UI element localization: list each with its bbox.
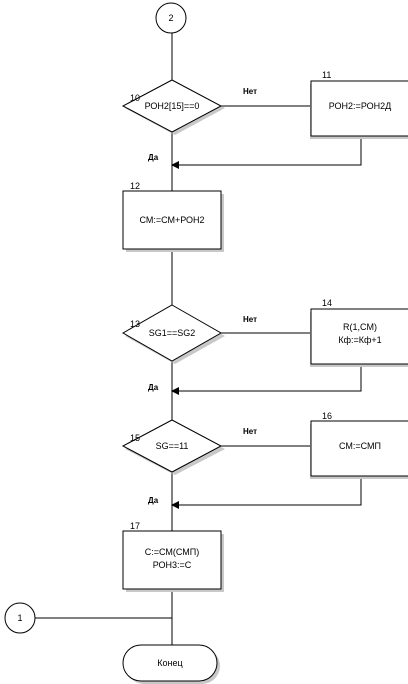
flow-line-return (171, 476, 362, 509)
process-17-number: 17 (130, 521, 140, 531)
decision-15-number: 15 (130, 433, 140, 443)
decision-13-condition: SG1==SG2 (149, 328, 196, 338)
process-16: 16 СМ:=СМП (310, 411, 408, 479)
process-12-number: 12 (130, 181, 140, 191)
decision-13: 13 SG1==SG2 Нет Да (121, 304, 257, 392)
process-16-line-1: СМ:=СМП (339, 441, 381, 451)
process-11-line-1: РОН2:=РОН2Д (329, 101, 391, 111)
connector-left-label: 1 (17, 613, 22, 623)
connector-top-label: 2 (168, 13, 173, 23)
decision-10: 10 РОН2[15]==0 Нет Да (121, 79, 257, 162)
connector-left: 1 (4, 602, 36, 634)
decision-15-no-label: Нет (243, 427, 257, 436)
flow-line-return (171, 364, 362, 395)
process-14-line-1: R(1,CM) (343, 322, 377, 332)
process-14: 14 R(1,CM) Кф:=Кф+1 (310, 298, 408, 367)
decision-15-condition: SG==11 (156, 441, 189, 451)
decision-15: 15 SG==11 Нет Да (121, 419, 257, 505)
process-14-line-2: Кф:=Кф+1 (338, 335, 381, 345)
terminator-end: Конец (122, 644, 220, 684)
decision-10-yes-label: Да (148, 153, 159, 162)
process-17: 17 С:=СМ(СМП) РОН3:=С (122, 521, 224, 592)
process-12-line-1: СМ:=СМ+РОН2 (139, 215, 204, 225)
decision-13-no-label: Нет (243, 315, 257, 324)
decision-13-number: 13 (130, 319, 140, 329)
connector-top: 2 (155, 2, 187, 34)
flow-line-return (171, 136, 362, 169)
process-14-number: 14 (322, 298, 332, 308)
decision-10-condition: РОН2[15]==0 (145, 101, 200, 111)
process-17-line-1: С:=СМ(СМП) (145, 547, 200, 557)
decision-15-yes-label: Да (148, 496, 159, 505)
process-17-line-2: РОН3:=С (153, 560, 192, 570)
decision-10-number: 10 (130, 93, 140, 103)
terminator-label: Конец (157, 658, 182, 668)
process-16-number: 16 (322, 411, 332, 421)
decision-13-yes-label: Да (148, 383, 159, 392)
process-11-number: 11 (322, 70, 331, 80)
process-12: 12 СМ:=СМ+РОН2 (122, 181, 224, 252)
flow-lines (35, 31, 362, 645)
process-11: 11 РОН2:=РОН2Д (310, 70, 408, 139)
decision-10-no-label: Нет (243, 87, 257, 96)
